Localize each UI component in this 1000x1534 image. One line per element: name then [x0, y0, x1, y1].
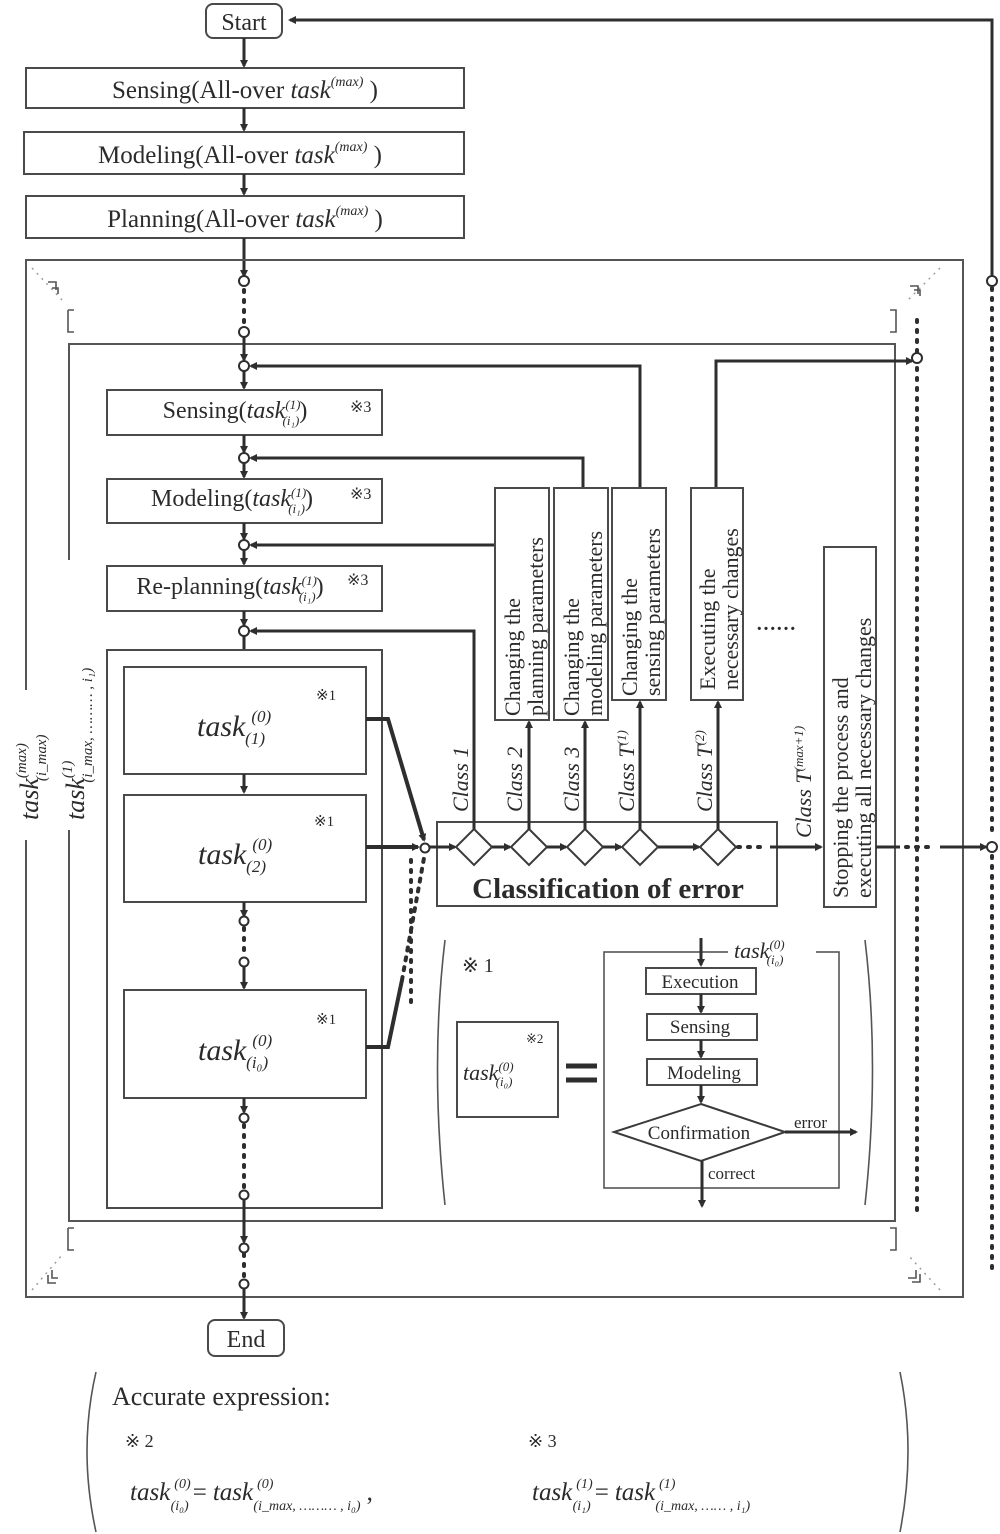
action-sensing: Changing the sensing parameters — [611, 487, 667, 701]
subtask-i0: task(0)(i₀) ※1 — [123, 989, 367, 1099]
top-step-label: Planning(All-over task(max) ) — [107, 204, 383, 233]
note-marker: ※ 3 — [528, 1431, 557, 1451]
detail-note: ※ 1 — [462, 955, 494, 977]
class-label: Class T(1) — [614, 730, 639, 812]
action-label: executing all necessary changes — [851, 618, 876, 898]
footnote-accurate-expression: Accurate expression: ※ 2 ※ 3 task(0)(i₀)… — [86, 1371, 909, 1533]
inner-step-replanning: Re-planning(task(1)(i₁)) ※3 — [106, 565, 383, 612]
action-label: Changing the — [559, 598, 584, 716]
action-executing: Executing the necessary changes — [690, 487, 744, 701]
spine-entry — [238, 275, 250, 390]
detail-step-execution — [645, 967, 757, 995]
subtask-label: task(0)(i₀) — [198, 1031, 272, 1072]
note-marker: ※2 — [526, 1031, 543, 1046]
subtask-outputs — [366, 717, 431, 1049]
end-label: End — [227, 1327, 266, 1353]
subtask-label: task(0)(2) — [198, 835, 272, 876]
action-planning: Changing the planning parameters — [494, 487, 550, 721]
action-label: Executing the — [695, 568, 720, 690]
note-marker: ※3 — [350, 399, 371, 416]
class-output-lines — [249, 357, 914, 829]
more-actions-ellipsis: …… — [756, 613, 796, 635]
class-label: Class T(2) — [692, 730, 717, 812]
action-modeling: Changing the modeling parameters — [553, 487, 609, 721]
start-label: Start — [221, 10, 267, 36]
action-label: Stopping the process and — [828, 677, 853, 898]
footnote-expression-2: task(0)(i₀)=task(0)(i_max, ……… , i₀), — [130, 1477, 373, 1514]
class-label: Class T(max+1) — [791, 726, 816, 838]
junction-node — [238, 360, 250, 372]
top-step-sensing: Sensing(All-over task(max) ) — [25, 67, 465, 109]
detail-container — [603, 951, 840, 1189]
class-label: Class 2 — [502, 747, 527, 812]
class-3-decision — [565, 827, 605, 867]
class-label: Class 1 — [448, 747, 473, 812]
top-step-label: Sensing(All-over task(max) ) — [112, 75, 378, 104]
note-marker: ※3 — [347, 572, 368, 589]
class-2-decision — [509, 827, 549, 867]
inner-loop-label: task(1)(i_max, ……… , i₁) — [60, 668, 96, 820]
action-label: modeling parameters — [582, 531, 607, 716]
inner-step-label: Sensing(task(1)(i₁)) — [163, 397, 308, 428]
classification-title: Classification of error — [472, 873, 744, 905]
inner-step-modeling: Modeling(task(1)(i₁)) ※3 — [106, 478, 383, 524]
class-t2-decision — [698, 827, 738, 867]
detail-correct-label: correct — [708, 1164, 755, 1183]
detail-step-label: Sensing — [670, 1017, 731, 1038]
class-1-decision — [454, 827, 494, 867]
note-marker: ※3 — [350, 486, 371, 503]
class-t1-decision — [620, 827, 660, 867]
inner-step-label: Re-planning(task(1)(i₁)) — [136, 573, 323, 604]
detail-decision-label: Confirmation — [648, 1123, 751, 1144]
footnote-expression-3: task(1)(i₁)=task(1)(i_max, …… , i₁) — [532, 1477, 750, 1514]
junction-node — [238, 452, 250, 464]
inner-step-label: Modeling(task(1)(i₁)) — [151, 485, 313, 516]
action-label: sensing parameters — [640, 528, 665, 696]
junction-node — [238, 625, 250, 637]
right-loop-lines — [288, 16, 998, 1272]
top-step-modeling: Modeling(All-over task(max) ) — [23, 131, 465, 175]
subtask-2: task(0)(2) ※1 — [123, 794, 367, 903]
class-label: Class 3 — [559, 747, 584, 812]
detail-error-label: error — [794, 1113, 827, 1132]
note-marker: ※1 — [316, 688, 336, 704]
subtask-label: task(0)(1) — [197, 707, 271, 748]
end-terminal: End — [207, 1319, 285, 1357]
outer-loop-label: task(max)(i_max) — [14, 734, 50, 820]
merge-node — [419, 842, 431, 854]
detail-lhs-box — [456, 1021, 559, 1118]
junction-node — [238, 539, 250, 551]
detail-lhs-label: task(0)(i₀) — [463, 1059, 514, 1089]
detail-step-sensing — [646, 1013, 758, 1041]
action-stopping: Stopping the process and executing all n… — [823, 546, 877, 908]
start-terminal: Start — [205, 3, 283, 39]
action-label: necessary changes — [718, 528, 743, 690]
note-marker: ※1 — [316, 1012, 336, 1028]
note-marker: ※ 2 — [125, 1431, 154, 1451]
top-step-label: Modeling(All-over task(max) ) — [98, 140, 382, 169]
footnote-title: Accurate expression: — [112, 1382, 331, 1411]
classification-chain — [430, 827, 823, 867]
detail-step-label: Execution — [661, 972, 739, 993]
detail-container-label: task(0)(i₀) — [734, 937, 785, 967]
action-label: planning parameters — [523, 537, 548, 716]
loop-labels: task(max)(i_max) task(1)(i_max, ……… , i₁… — [14, 260, 96, 1297]
detail-definition: ※ 1 ※2 task(0)(i₀) task(0)(i₀) Execution… — [436, 935, 874, 1208]
action-label: Changing the — [500, 598, 525, 716]
note-marker: ※1 — [314, 814, 334, 830]
corner-decorations — [31, 267, 941, 1291]
detail-step-label: Modeling — [667, 1063, 741, 1084]
top-step-planning: Planning(All-over task(max) ) — [25, 195, 465, 239]
class-labels: Class 1 Class 2 Class 3 Class T(1) Class… — [448, 726, 816, 838]
action-label: Changing the — [617, 578, 642, 696]
detail-step-modeling — [646, 1058, 758, 1086]
subtask-1: task(0)(1) ※1 — [123, 666, 367, 775]
classification-of-error: Classification of error — [436, 821, 778, 907]
inner-step-sensing: Sensing(task(1)(i₁)) ※3 — [106, 389, 383, 436]
